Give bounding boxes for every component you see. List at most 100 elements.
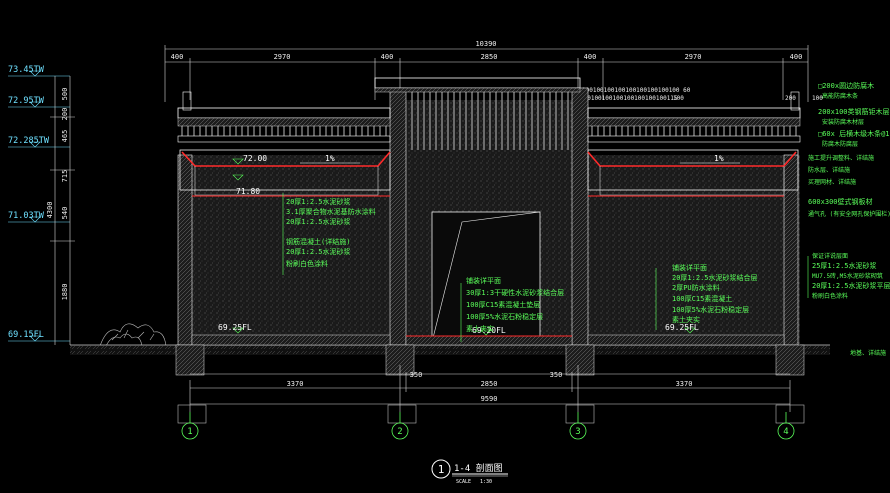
note-center-5: 素土夹实 <box>466 324 494 333</box>
left-slab-level: 71.80 <box>236 187 260 196</box>
note-left-4: 钢筋混凝土(详结施) <box>286 237 350 246</box>
axis-2: 2 <box>397 427 402 437</box>
note-left-5: 20厚1:2.5水泥砂浆 <box>286 247 351 256</box>
note-rt-5: □60x 后横木级木条@160 <box>818 129 890 138</box>
note-center-3: 100厚C15素混凝土垫层 <box>466 300 540 309</box>
pergola-left <box>177 107 391 143</box>
right-room-fill <box>575 155 800 345</box>
vdim-500: 500 <box>61 88 69 101</box>
vdim-465: 465 <box>61 130 69 143</box>
right-floor-level: 69.25FL <box>665 323 699 332</box>
notes-right-top: □200x圆边防腐木 高能防腐木条 200x100类钢筋钜木层 安装防腐木材层 … <box>808 81 890 186</box>
small-dim-right-b: 100 <box>812 95 823 102</box>
notes-right-wall: 保证详说层面 25厚1:2.5水泥砂浆 MU7.5砖,M5水泥砂浆砌筑 20厚1… <box>812 252 890 300</box>
title-text: 1-4 剖面图 <box>454 462 503 474</box>
dim-400-b: 400 <box>381 53 394 61</box>
level-71-03: 71.03TW <box>8 211 45 221</box>
notes-right-mid: 600x300壁式钢板材 通气孔 (有安全网孔保护围栏) <box>808 197 890 218</box>
bottom-2850: 2850 <box>481 380 498 388</box>
pergola-right-slats <box>591 126 797 136</box>
dim-2970-a: 2970 <box>274 53 291 61</box>
scale-value: 1:30 <box>480 479 492 485</box>
left-room-fill <box>180 155 405 345</box>
vdim-1880: 1880 <box>61 284 69 301</box>
bottom-3370-a: 3370 <box>287 380 304 388</box>
notes-center-floor: 铺装详平面 30厚1:3干硬性水泥砂浆结合层 100厚C15素混凝土垫层 100… <box>466 276 564 333</box>
small-dim-mid: 100 <box>673 95 684 102</box>
overall-width-dim: 10390 <box>475 40 496 48</box>
note-center-2: 30厚1:3干硬性水泥砂浆结合层 <box>466 288 564 297</box>
left-floor-level: 69.25FL <box>218 323 252 332</box>
pergola-left-slats <box>181 126 387 136</box>
bottom-overall: 9590 <box>481 395 498 403</box>
note-rf-5: 100厚5%水泥石粉稳定层 <box>672 305 749 314</box>
small-dim-right-a: 200 <box>785 95 796 102</box>
note-rt-3: 200x100类钢筋钜木层 <box>818 107 890 116</box>
post-left <box>182 91 192 111</box>
level-69-15: 69.15FL <box>8 330 44 340</box>
note-rt-2: 高能防腐木条 <box>822 92 858 100</box>
title-block <box>431 459 508 479</box>
slope-left: 1% <box>325 154 335 163</box>
center-vertical-slats <box>411 92 569 150</box>
note-left-1: 20厚1:2.5水泥砂浆 <box>286 197 351 206</box>
note-rw-5: 粉刷白色涂料 <box>812 292 848 300</box>
level-lines <box>8 75 70 342</box>
roof-slab-left <box>179 149 391 196</box>
note-left-6: 粉刷白色涂料 <box>286 259 328 268</box>
level-72-285: 72.285TW <box>8 136 50 146</box>
note-rf-2: 20厚1:2.5水泥砂浆结合层 <box>672 273 758 282</box>
scale-label: SCALE <box>456 479 471 485</box>
center-roof <box>374 77 581 93</box>
dim-400-d: 400 <box>790 53 803 61</box>
note-rt-8: 防水层、详结施 <box>808 166 850 174</box>
bottom-350-b: 350 <box>550 371 563 379</box>
level-72-95: 72.95TW <box>8 96 45 106</box>
wall-axis-2 <box>389 87 407 346</box>
axis-3: 3 <box>575 427 580 437</box>
note-rt-6: 防腐木防腐层 <box>822 140 858 148</box>
note-rm-1: 600x300壁式钢板材 <box>808 197 873 206</box>
leader-lines <box>282 193 809 342</box>
wall-right <box>783 154 799 346</box>
center-floor-level: 69.20FL <box>472 326 506 335</box>
dim-400-a: 400 <box>171 53 184 61</box>
note-rf-4: 100厚C15素混凝土 <box>672 294 732 303</box>
bottom-350-a: 350 <box>410 371 423 379</box>
note-rw-4: 20厚1:2.5水泥砂浆平层 <box>812 281 890 290</box>
axis-4: 4 <box>783 427 788 437</box>
note-rf-3: 2厚PU防水涂料 <box>672 283 720 292</box>
slope-right: 1% <box>714 154 724 163</box>
center-door-opening <box>431 211 541 343</box>
foundations <box>175 344 805 376</box>
axis-bubbles <box>181 412 795 440</box>
wall-axis-3 <box>571 87 589 346</box>
note-rw-3: MU7.5砖,M5水泥砂浆砌筑 <box>812 272 883 280</box>
dim-400-c: 400 <box>584 53 597 61</box>
note-rt-7: 施工提升调整料、详结施 <box>808 154 874 162</box>
note-rf-6: 素土夹实 <box>672 315 700 324</box>
title-number: 1 <box>438 463 445 476</box>
note-rt-1: □200x圆边防腐木 <box>818 81 874 90</box>
post-right <box>790 91 800 111</box>
note-rt-9: 买理网材、详结施 <box>808 178 856 186</box>
note-rm-2: 通气孔 (有安全网孔保护围栏) <box>808 210 890 218</box>
ground-fill <box>70 345 830 355</box>
roof-slab-right <box>587 149 799 196</box>
note-left-3: 20厚1:2.5水泥砂浆 <box>286 217 351 226</box>
inside-level-symbols <box>232 158 696 336</box>
note-center-4: 100厚5%水泥石粉稳定层 <box>466 312 543 321</box>
notes-right-floor: 铺装详平面 20厚1:2.5水泥砂浆结合层 2厚PU防水涂料 100厚C15素混… <box>672 263 758 324</box>
bottom-3370-b: 3370 <box>676 380 693 388</box>
note-rw-1: 保证详说层面 <box>812 252 848 260</box>
dim-2970-b: 2970 <box>685 53 702 61</box>
left-dimension-chain <box>50 76 75 345</box>
vdim-540: 540 <box>61 207 69 220</box>
bottom-dimension-chain <box>189 365 791 412</box>
beam-spacing-dim: 100100100100100100100100100 60 <box>582 87 691 94</box>
note-left-2: 3.1厚聚合物水泥基防水涂料 <box>286 207 376 216</box>
left-roof-level: 72.00 <box>243 154 267 163</box>
axis-1: 1 <box>187 427 192 437</box>
pergola-right <box>587 107 801 143</box>
floor-slabs <box>191 334 785 346</box>
